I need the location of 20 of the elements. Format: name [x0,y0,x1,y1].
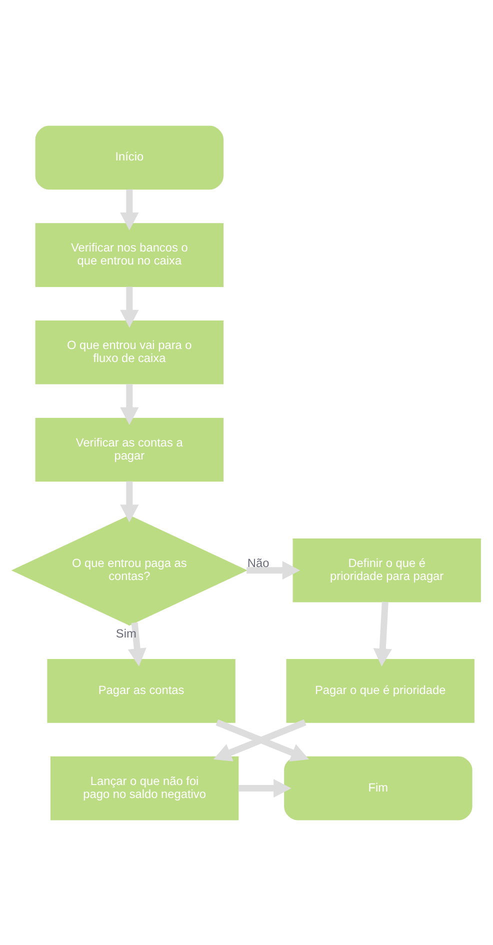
arrow [120,480,139,522]
arrow [373,601,392,666]
arrow [238,778,292,798]
node-box: O que entrou vai para o fluxo de caixa [35,320,224,384]
arrow [120,188,139,230]
node-box: Pagar o que é prioridade [286,658,474,722]
node-box: Pagar as contas [47,658,236,722]
node-box: Verificar as contas a pagar [35,417,224,482]
node-box: Fim [284,756,472,820]
node-box: Definir o que é prioridade para pagar [292,538,481,602]
edge-label: Não [247,555,270,570]
arrow [128,622,146,666]
edge-label: Sim [116,626,136,640]
node-box: Verificar nos bancos o que entrou no caixa [35,222,224,286]
arrow [246,560,300,580]
arrow [120,286,139,328]
node-diamond: O que entrou paga as contas? [11,514,248,626]
node-box: Lançar o que não foi pago no saldo negativo [50,756,239,820]
arrow [120,384,139,425]
node-box: Início [35,125,224,190]
